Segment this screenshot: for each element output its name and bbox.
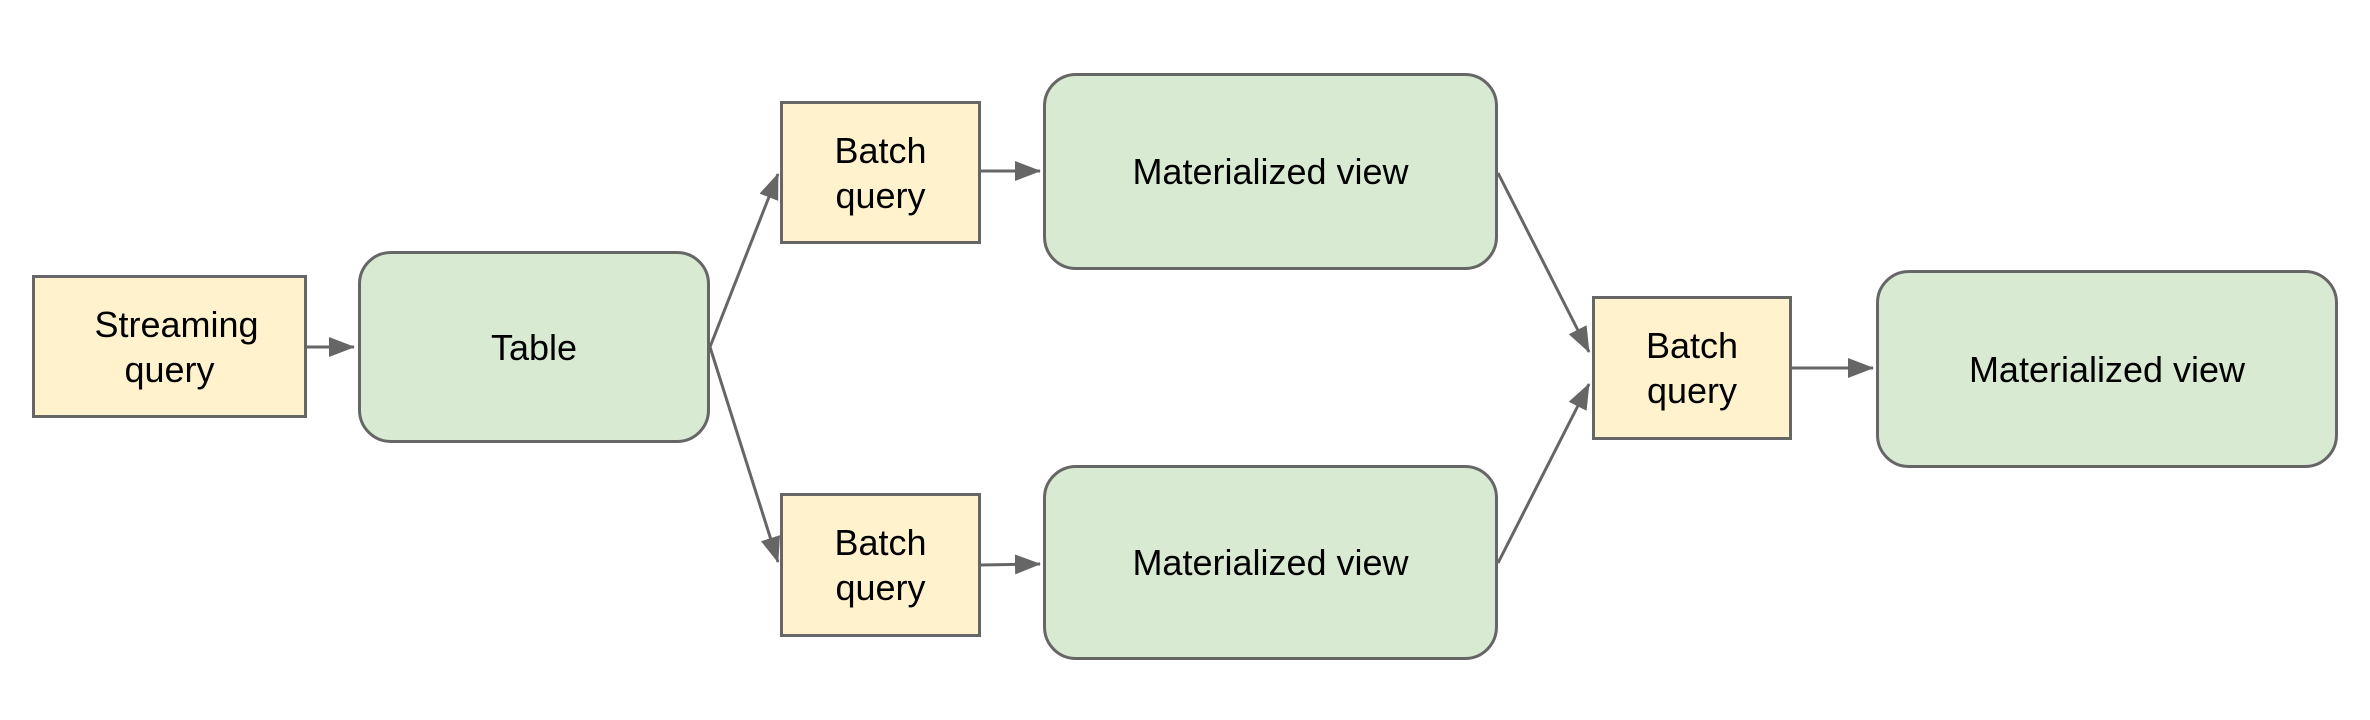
node-materialized-view-bottom: Materialized view bbox=[1043, 465, 1498, 660]
node-table: Table bbox=[358, 251, 710, 443]
node-label: Materialized view bbox=[1968, 348, 2246, 390]
node-label: Batch query bbox=[1645, 325, 1739, 411]
node-label: Batch query bbox=[834, 522, 927, 608]
node-label: Batch query bbox=[834, 129, 927, 216]
edge-table-to-batch-query-bottom bbox=[708, 346, 780, 563]
node-batch-query-bottom: Batch query bbox=[780, 493, 981, 637]
edge-materialized-view-bottom-to-batch-query-right bbox=[1496, 383, 1591, 564]
edge-batch-query-bottom-to-materialized-view-bottom bbox=[980, 554, 1041, 575]
node-batch-query-top: Batch query bbox=[780, 101, 981, 244]
node-label: Streaming query bbox=[94, 303, 259, 390]
node-label: Materialized view bbox=[1132, 151, 1409, 192]
edge-materialized-view-top-to-batch-query-right bbox=[1496, 172, 1591, 353]
node-batch-query-right: Batch query bbox=[1592, 296, 1792, 440]
edge-table-to-batch-query-top bbox=[708, 173, 780, 348]
node-materialized-view-top: Materialized view bbox=[1043, 73, 1498, 270]
node-label: Table bbox=[490, 326, 578, 368]
node-streaming-query: Streaming query bbox=[32, 275, 307, 418]
node-materialized-view-right: Materialized view bbox=[1876, 270, 2338, 468]
node-label: Materialized view bbox=[1132, 542, 1409, 583]
